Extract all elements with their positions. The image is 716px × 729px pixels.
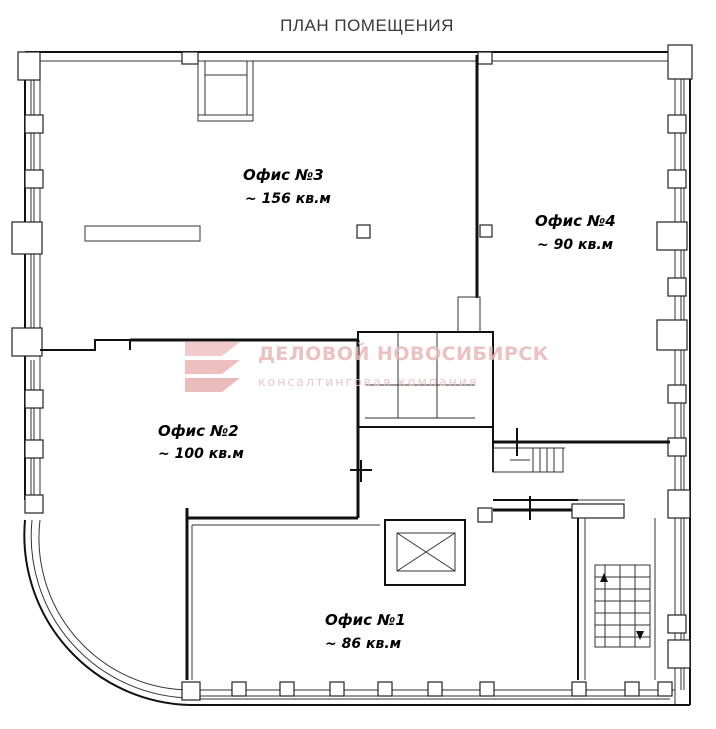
watermark: ДЕЛОВОЙ НОВОСИБИРСК консалтинговая компа… — [185, 342, 549, 392]
room-area: ~ 86 кв.м — [325, 636, 401, 652]
elevator — [384, 519, 466, 586]
door-markers — [350, 428, 531, 520]
room-office-1: Офис №1 ~ 86 кв.м — [325, 611, 406, 652]
room-office-3: Офис №3 ~ 156 кв.м — [243, 166, 331, 207]
small-stairs — [492, 447, 564, 473]
stairwell — [594, 564, 651, 648]
room-area: ~ 90 кв.м — [537, 237, 613, 253]
columns — [11, 44, 693, 701]
room-office-4: Офис №4 ~ 90 кв.м — [535, 212, 616, 253]
room-name: Офис №2 — [158, 422, 239, 440]
plan-title: ПЛАН ПОМЕЩЕНИЯ — [280, 16, 454, 35]
watermark-line2: консалтинговая компания — [258, 374, 478, 389]
room-name: Офис №4 — [535, 212, 616, 230]
outer-walls — [23, 51, 691, 706]
room-name: Офис №1 — [325, 611, 406, 629]
watermark-logo-icon — [185, 342, 240, 392]
room-office-2: Офис №2 ~ 100 кв.м — [158, 422, 244, 462]
room-area: ~ 100 кв.м — [158, 446, 244, 462]
room-area: ~ 156 кв.м — [245, 191, 331, 207]
partitions — [40, 55, 670, 680]
watermark-line1: ДЕЛОВОЙ НОВОСИБИРСК — [258, 342, 549, 365]
room-name: Офис №3 — [243, 166, 324, 184]
radiator-slot — [84, 225, 201, 242]
window-opening — [197, 60, 254, 122]
